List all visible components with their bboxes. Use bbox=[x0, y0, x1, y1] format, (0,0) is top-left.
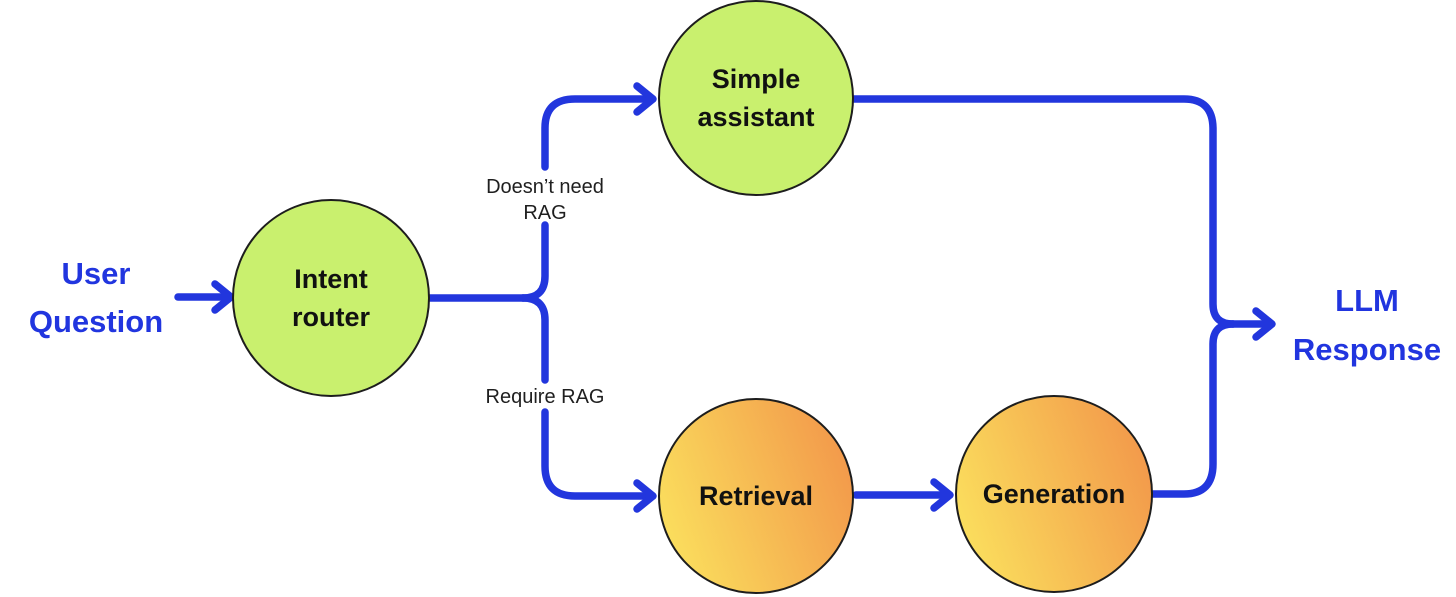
edge-line bbox=[519, 221, 549, 302]
edge-line bbox=[541, 95, 651, 171]
arrowhead-icon bbox=[1252, 307, 1276, 341]
edge-user-to-intent-router bbox=[174, 280, 235, 314]
start-label-user-question: User Question bbox=[28, 256, 164, 339]
node-generation: Generation bbox=[955, 395, 1153, 593]
edge-simple-assistant-to-merge bbox=[850, 95, 1237, 328]
node-intent-router: Intent router bbox=[232, 199, 430, 397]
edge-label-require-rag: Require RAG bbox=[485, 386, 605, 408]
edge-label-doesnt-need-rag: Doesn’t need RAG bbox=[486, 176, 604, 224]
arrowhead-icon bbox=[211, 280, 235, 314]
node-retrieval: Retrieval bbox=[658, 398, 854, 594]
arrowhead-icon bbox=[930, 478, 954, 512]
edge-generation-to-merge bbox=[1149, 320, 1237, 498]
node-retrieval-label: Retrieval bbox=[698, 481, 814, 511]
node-intent-router-label: Intent router bbox=[291, 264, 370, 332]
arrowhead-icon bbox=[633, 479, 657, 513]
edge-line bbox=[519, 294, 549, 384]
edge-merge-to-llm-response bbox=[1229, 307, 1276, 341]
node-generation-label: Generation bbox=[982, 479, 1126, 509]
edge-line bbox=[541, 408, 651, 500]
node-simple-assistant-label: Simple assistant bbox=[697, 64, 815, 132]
edge-line bbox=[850, 95, 1237, 328]
end-label-llm-response: LLM Response bbox=[1292, 283, 1442, 367]
node-simple-assistant: Simple assistant bbox=[658, 0, 854, 196]
edge-retrieval-to-generation bbox=[852, 478, 954, 512]
edge-rag-to-retrieval bbox=[519, 294, 657, 513]
arrowhead-icon bbox=[633, 82, 657, 116]
edge-line bbox=[1149, 320, 1237, 498]
